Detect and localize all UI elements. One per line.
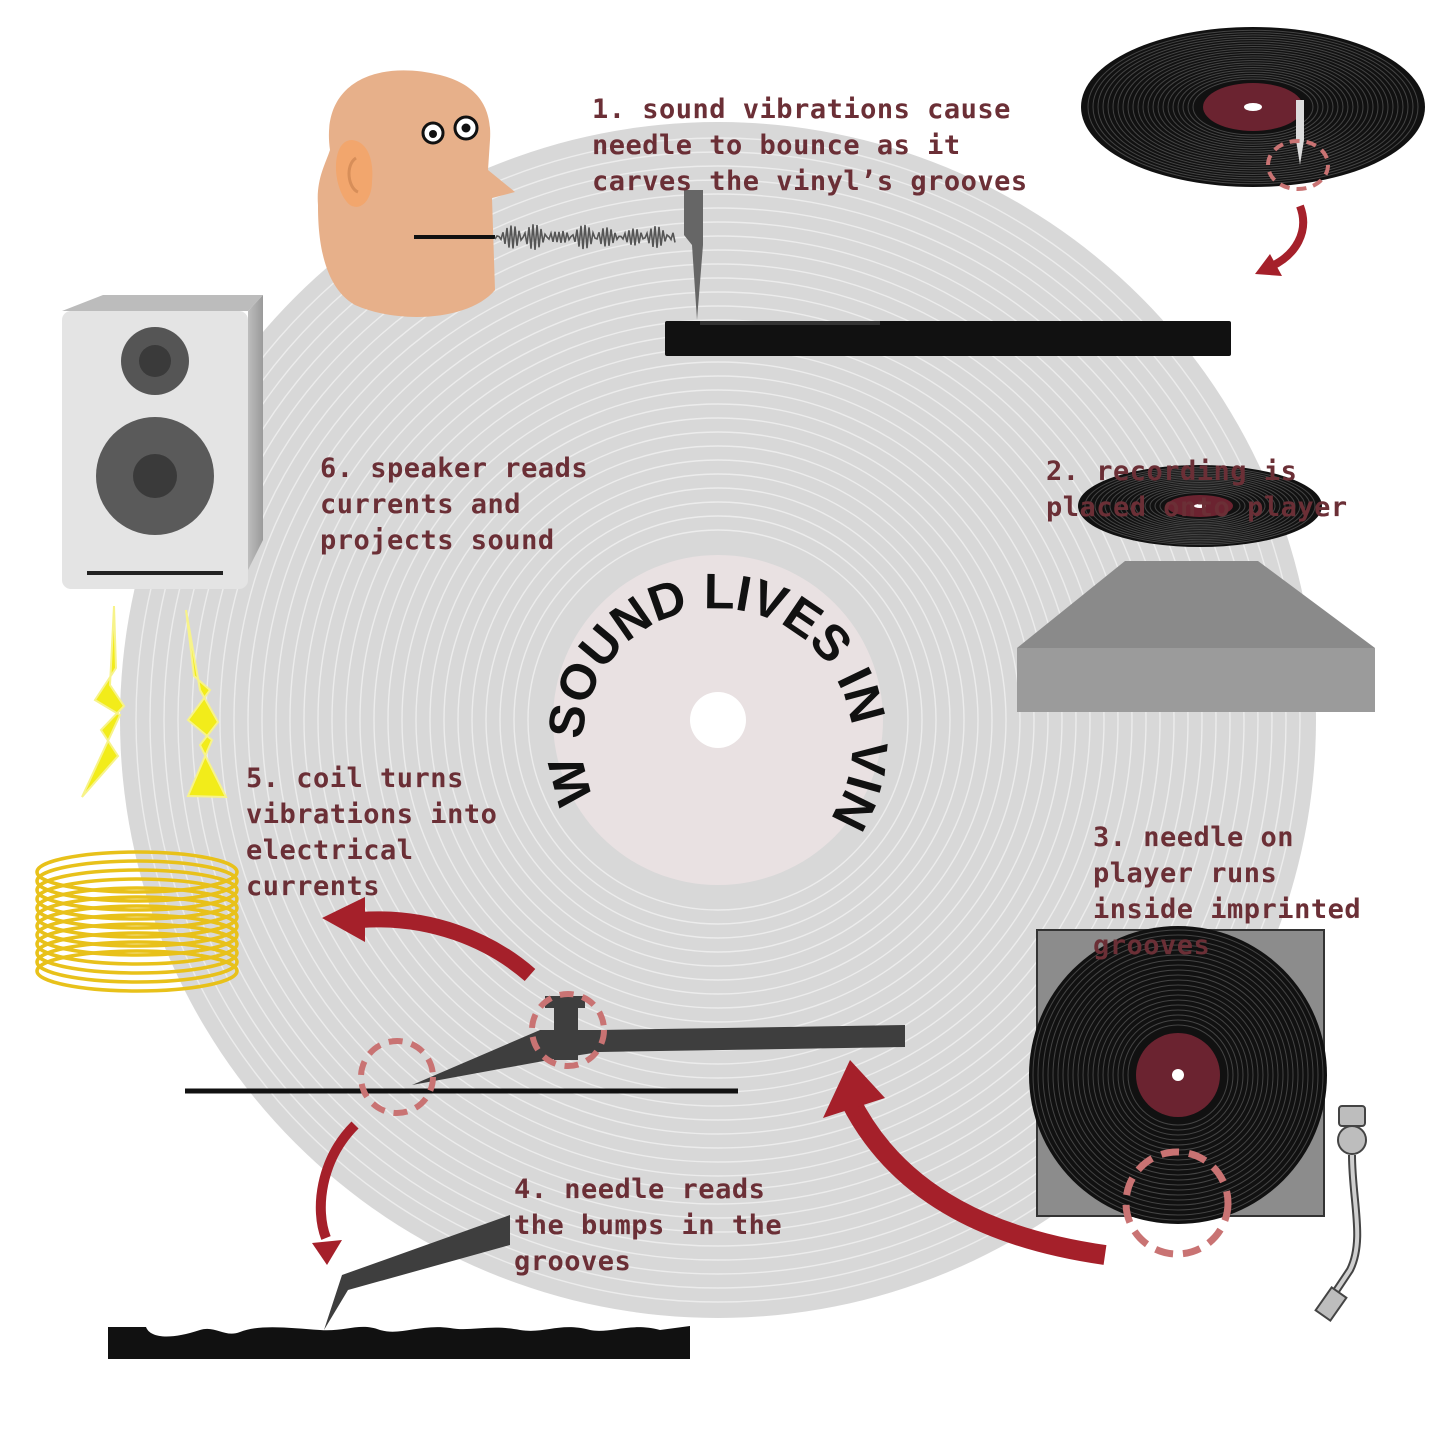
tonearm-icon <box>1314 1105 1367 1323</box>
lightning-icon <box>81 605 228 799</box>
tonearm-side-icon <box>358 991 905 1116</box>
arrow-icon <box>359 911 536 982</box>
spindle-hole <box>690 692 746 748</box>
head-icon <box>317 70 515 317</box>
sound-wave-icon <box>494 224 676 250</box>
stylus-icon <box>324 1215 510 1330</box>
eyes-icon <box>421 115 479 145</box>
groove-profile <box>108 1326 690 1359</box>
arrow-icon <box>841 1095 1107 1265</box>
ear-icon <box>336 140 373 207</box>
arrow-icon <box>315 1121 359 1240</box>
vinyl-record-icon <box>1081 27 1425 191</box>
speaker-icon <box>62 295 263 589</box>
turntable-icon <box>1017 465 1375 712</box>
turntable-top-icon <box>1029 926 1327 1258</box>
arrow-icon <box>1270 204 1308 270</box>
blank-vinyl-bar <box>665 321 1231 356</box>
background-record <box>120 122 1316 1318</box>
cutting-needle-icon <box>684 190 703 320</box>
coil-icon <box>35 850 239 993</box>
